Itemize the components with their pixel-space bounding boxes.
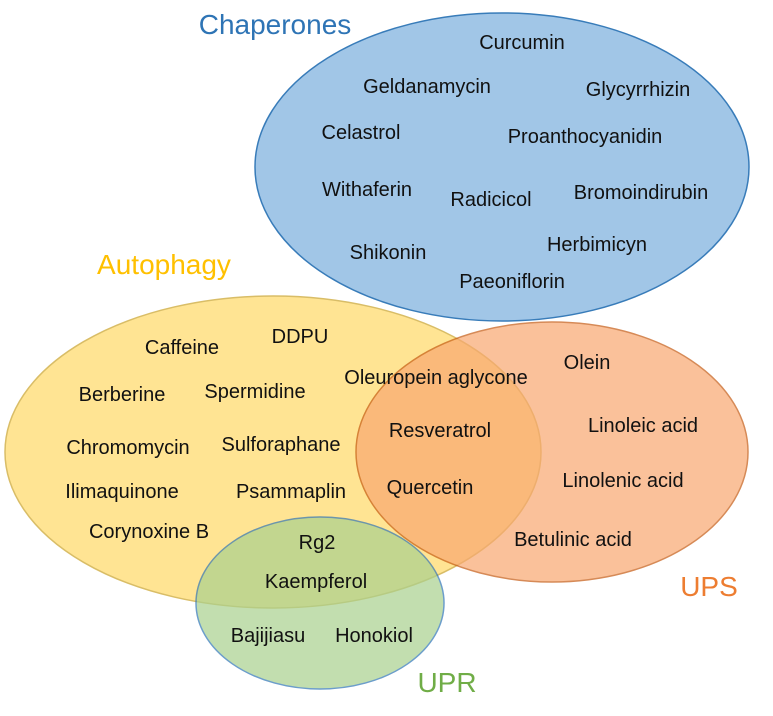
compound-label: Proanthocyanidin: [508, 126, 663, 148]
compound-label: DDPU: [272, 326, 329, 348]
compound-label: Paeoniflorin: [459, 271, 565, 293]
compound-label: Psammaplin: [236, 481, 346, 503]
compound-label: Sulforaphane: [222, 434, 341, 456]
ups-ellipse: [355, 321, 749, 583]
compound-label: Bromoindirubin: [574, 182, 709, 204]
compound-label: Withaferin: [322, 179, 412, 201]
compound-label: Corynoxine B: [89, 521, 209, 543]
compound-label: Resveratrol: [389, 420, 491, 442]
compound-label: Chromomycin: [66, 437, 189, 459]
chaperones-ellipse: [254, 12, 750, 322]
compound-label: Oleuropein aglycone: [344, 367, 527, 389]
compound-label: Spermidine: [204, 381, 305, 403]
upr-ellipse: [195, 516, 445, 690]
compound-label: Kaempferol: [265, 571, 367, 593]
compound-label: Linolenic acid: [562, 470, 683, 492]
compound-label: Linoleic acid: [588, 415, 698, 437]
compound-label: Caffeine: [145, 337, 219, 359]
ups-title: UPS: [680, 571, 738, 602]
compound-label: Geldanamycin: [363, 76, 491, 98]
compound-label: Ilimaquinone: [65, 481, 178, 503]
compound-label: Bajijiasu: [231, 625, 305, 647]
compound-label: Radicicol: [450, 189, 531, 211]
compound-label: Celastrol: [322, 122, 401, 144]
compound-label: Olein: [564, 352, 611, 374]
compound-label: Glycyrrhizin: [586, 79, 690, 101]
compound-label: Shikonin: [350, 242, 427, 264]
compound-label: Quercetin: [387, 477, 474, 499]
compound-label: Betulinic acid: [514, 529, 632, 551]
compound-label: Herbimicyn: [547, 234, 647, 256]
autophagy-title: Autophagy: [97, 249, 231, 280]
compound-label: Curcumin: [479, 32, 565, 54]
compound-label: Berberine: [79, 384, 166, 406]
compound-label: Rg2: [299, 532, 336, 554]
chaperones-title: Chaperones: [199, 9, 352, 40]
upr-title: UPR: [417, 667, 476, 698]
compound-label: Honokiol: [335, 625, 413, 647]
